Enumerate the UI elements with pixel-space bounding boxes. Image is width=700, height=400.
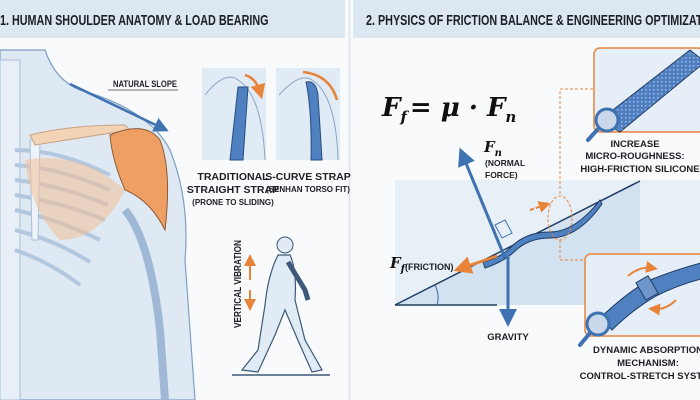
traditional-label-3: (PRONE TO SLIDING) xyxy=(192,198,274,207)
vertical-vibration-label: VERTICAL VIBRATION xyxy=(233,240,244,328)
callout-focus xyxy=(547,195,573,241)
gravity-label: GRAVITY xyxy=(487,332,529,343)
formula: Ff= μ · Fn xyxy=(381,93,516,126)
magnifier-icon-2 xyxy=(585,311,611,337)
magnifier-icon xyxy=(594,107,620,133)
friction-arrow xyxy=(453,254,498,274)
micro-label-3: HIGH-FRICTION SILICONE xyxy=(580,164,699,175)
walking-figure-illustration: VERTICAL VIBRATION xyxy=(232,236,330,376)
dynamic-label-2: MECHANISM: xyxy=(617,358,679,369)
svg-text:Ff= μ · Fn: Ff= μ · Fn xyxy=(381,93,516,126)
right-header xyxy=(353,0,700,38)
fn-symbol: Fn xyxy=(483,138,502,159)
stretch-arrow-icon xyxy=(627,261,658,277)
micro-label-1: INCREASE xyxy=(610,139,659,150)
ff-symbol: Ff xyxy=(389,254,407,275)
pectoral-muscle xyxy=(25,158,125,240)
formula-rhs-sub: n xyxy=(505,108,516,126)
formula-rhs: = μ · F xyxy=(410,93,507,123)
micro-roughness-inset xyxy=(586,47,700,142)
formula-lhs: F xyxy=(381,93,402,123)
strap-on-incline xyxy=(482,199,603,269)
natural-slope-arrow xyxy=(69,82,169,132)
recoil-arrow-icon xyxy=(648,299,677,316)
left-panel-title: 1. HUMAN SHOULDER ANATOMY & LOAD BEARING xyxy=(0,11,269,28)
normal-force-arrow xyxy=(458,147,507,259)
right-angle-mark xyxy=(494,219,513,239)
deltoid-muscle xyxy=(109,128,169,232)
natural-slope-label: NATURAL SLOPE xyxy=(113,79,177,89)
traditional-label-1: TRADITIONAL xyxy=(197,171,269,183)
formula-lhs-sub: f xyxy=(399,108,409,126)
micro-label-2: MICRO-ROUGHNESS: xyxy=(585,151,684,162)
normal-force-label-2: FORCE) xyxy=(485,170,518,180)
s-curve-strap-illustration xyxy=(276,68,340,161)
traditional-label-2: STRAIGHT STRAP xyxy=(187,184,279,196)
shoulder-anatomy-illustration: NATURAL SLOPE xyxy=(0,49,196,400)
dynamic-absorption-inset xyxy=(578,253,700,347)
callout-connectors xyxy=(559,88,593,261)
dynamic-label-1: DYNAMIC ABSORPTION xyxy=(593,345,700,356)
traditional-strap-illustration xyxy=(202,68,266,161)
friction-label: (FRICTION) xyxy=(405,262,454,272)
scurve-label-2: (SENHAN TORSO FIT) xyxy=(266,185,350,194)
slide-arrow xyxy=(529,201,551,213)
angle-arc xyxy=(434,284,439,306)
sliding-arrow-icon xyxy=(244,73,266,100)
scurve-label-1: S-CURVE STRAP xyxy=(265,171,351,183)
normal-force-label-1: (NORMAL xyxy=(485,158,525,168)
right-panel-title: 2. PHYSICS OF FRICTION BALANCE & ENGINEE… xyxy=(366,11,700,28)
left-header xyxy=(0,0,345,38)
dynamic-label-3: CONTROL-STRETCH SYSTEM xyxy=(580,371,700,382)
